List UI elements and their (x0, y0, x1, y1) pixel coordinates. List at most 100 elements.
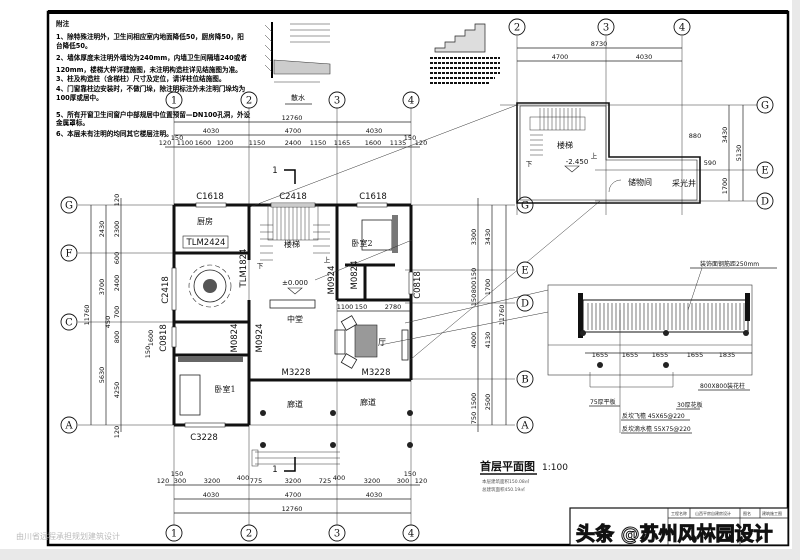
room-corridor-right: 廊道 (360, 397, 376, 407)
bottom-dim-bay: 4030 (366, 491, 383, 499)
room-stairs: 楼梯 (284, 239, 300, 249)
door-tlm1824: TLM1824 (239, 249, 249, 289)
axis-bottom-4: 4 (408, 529, 414, 540)
note-line: 4、门窗靠柱边安装时，不做门垛，除注明标注外未注明门垛均为 (56, 84, 246, 93)
railing-dim: 1655 (592, 351, 609, 359)
bottom-dim-detail: 120 (415, 477, 427, 485)
basement-axis-right: G (761, 101, 769, 112)
axis-bottom-2-bubble (240, 524, 258, 542)
pillar-label: 800X800装花柱 (700, 382, 745, 390)
door-m0824-bath1: M0824 (230, 324, 240, 353)
bottom-dim-detail: 400 (237, 474, 249, 482)
svg-text:1: 1 (272, 166, 277, 176)
elevation-mark: ±0.000 (282, 279, 308, 287)
basement-dim-bay: 4030 (636, 53, 653, 61)
top-dim-detail: 1165 (334, 139, 351, 147)
axis-bottom-1-bubble (165, 524, 183, 542)
axis-top-1-bubble (165, 91, 183, 109)
left-dim-inner: 700 (113, 306, 121, 318)
right-dim-inner: 150 (470, 268, 478, 280)
basement-dim-right-overall: 5130 (735, 145, 743, 162)
axis-right-bubble (516, 416, 534, 434)
axis-bottom-1: 1 (171, 529, 177, 540)
basement-elevation: -2.450 (566, 158, 589, 166)
right-dim-mid: 2500 (484, 394, 492, 411)
ground-floor-plan: 1 1 厨房 楼梯 卧室2 中堂 厅 卧室1 廊道 廊道 ±0.000 下 上 … (60, 91, 601, 542)
axis-right: A (520, 421, 529, 432)
stair-down-label: 下 (257, 262, 264, 270)
basement-axis-right: D (761, 197, 769, 208)
basement-axis-right-bubble (756, 161, 774, 179)
elevation-triangle (287, 287, 303, 295)
basement-stair-down: 下 (526, 160, 533, 168)
door-m0824-bath2: M0824 (350, 261, 360, 290)
window-c0818-bath2: C0818 (413, 271, 423, 299)
bottom-dim-bay: 4030 (203, 491, 220, 499)
corner-watermark: 由川省远程承担规划建筑设计 (16, 531, 120, 541)
bottom-dim-detail: 400 (333, 474, 345, 482)
axis-top-1: 1 (171, 96, 177, 107)
floor-area: 本层建筑面积150.08㎡ (482, 478, 530, 485)
apron-label: 散水 (291, 93, 305, 102)
railing-dim: 1835 (719, 351, 736, 359)
axis-left: C (65, 318, 73, 329)
axis-right-bubble (516, 370, 534, 388)
left-dim-mid: 3700 (98, 279, 106, 296)
wardrobe-bedroom2 (392, 215, 398, 253)
axis-right: D (521, 299, 529, 310)
bottom-dim-bay: 4700 (285, 491, 302, 499)
basement-axis-right: E (761, 166, 768, 177)
basement-axis-right-bubble (756, 192, 774, 210)
total-area: 总建筑面积450.19㎡ (482, 486, 525, 493)
axis-top-3: 3 (334, 96, 340, 107)
project-label: 工程名称 (671, 510, 687, 516)
bottom-dim-detail: 3200 (364, 477, 381, 485)
right-dim-mid: 1700 (484, 279, 492, 296)
note-line: 3、柱及构造柱（含梯柱）尺寸及定位，请详柱位结施图。 (56, 74, 225, 83)
railing-dim: 1655 (687, 351, 704, 359)
axis-left: A (64, 421, 73, 432)
basement-axis-top: 3 (603, 23, 609, 34)
drawing-name: 建筑施工图 (762, 510, 782, 516)
left-dim-inner: 120 (113, 426, 121, 438)
porch (251, 239, 413, 467)
axis-right-bubble (516, 294, 534, 312)
door-m0924-stair: M0924 (327, 266, 337, 295)
note-line: 2、墙体厚度未注明外墙均为240mm，内墙卫生间隔墙240或者 (56, 53, 247, 62)
axis-right-bubble (516, 261, 534, 279)
left-dim-inner: 120 (113, 194, 121, 206)
drawing-label: 图名 (743, 510, 751, 516)
bottom-dim-detail: 300 (174, 477, 186, 485)
storage-door-swing (608, 179, 622, 193)
bottom-dim-small: 150 (404, 470, 416, 478)
dining-table (188, 264, 232, 308)
door-m3228-living: M3228 (362, 368, 391, 378)
sofa-set (334, 315, 409, 369)
wardrobe (178, 356, 243, 362)
project-name: 山西平房自建房设计 (695, 510, 731, 516)
basement-axis-right-bubble (756, 96, 774, 114)
note-line: 金属罩标。 (55, 118, 89, 127)
top-dim-detail: 1600 (195, 139, 212, 147)
left-dim-mid: 2430 (98, 221, 106, 238)
axis-left-bubble (60, 244, 78, 262)
left-dim-mid: 5630 (98, 367, 106, 384)
main-stairs (260, 204, 330, 261)
axis-left-bubble (60, 196, 78, 214)
basement-room-storage: 储物间 (628, 177, 652, 187)
left-dim-inner: 2300 (113, 221, 121, 238)
window-c2418-dining: C2418 (161, 276, 171, 304)
notes-title: 附注 (56, 19, 70, 28)
axis-top-2-bubble (240, 91, 258, 109)
top-dim-overall: 12760 (282, 114, 303, 122)
window-c3228: C3228 (190, 433, 218, 443)
note-line: 1、除特殊注明外，卫生间相应室内地面降低50，厨房降50，阳 (56, 32, 244, 41)
basement-elevation-triangle (564, 165, 580, 173)
bottom-dim-detail: 775 (250, 477, 262, 485)
left-dim-inner: 450 (104, 316, 112, 328)
note-line: 台降低50。 (56, 41, 92, 50)
top-dim-small: 150 (171, 134, 183, 142)
panel-label: 30厚花板 (677, 401, 703, 409)
note-line: 6、本层未有注明的均同其它楼层注明。 (56, 129, 173, 138)
